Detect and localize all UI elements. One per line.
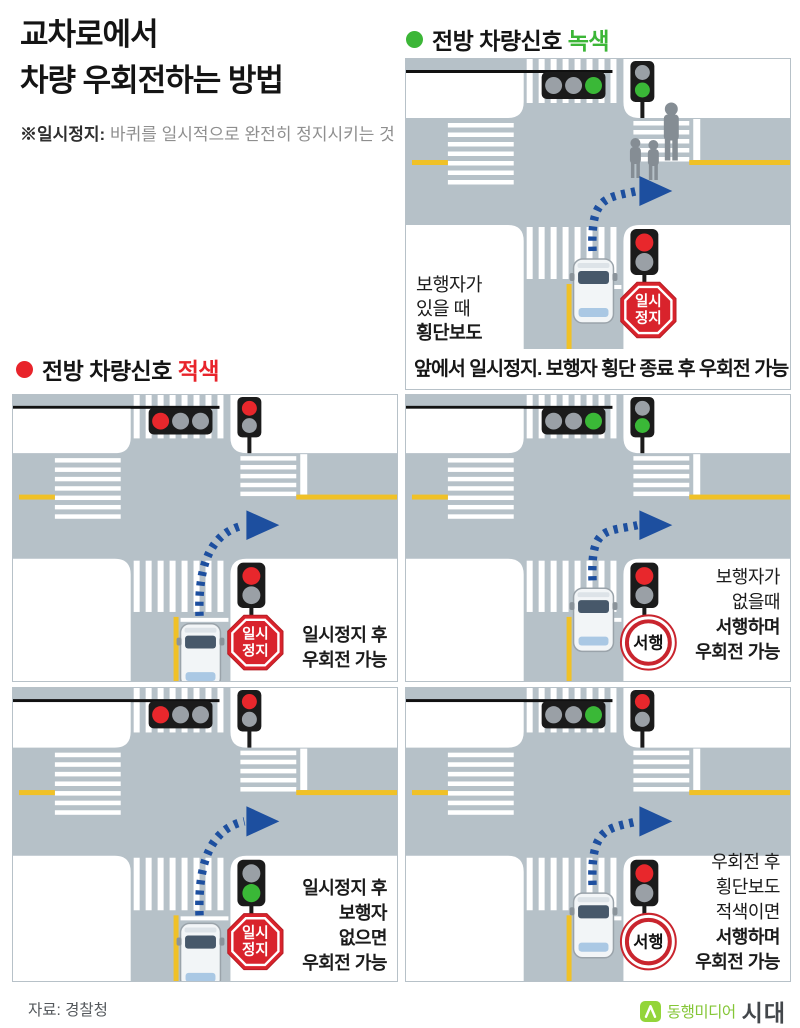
intersection-graphic: 일시정지 bbox=[13, 395, 397, 681]
instruction-line: 횡단보도 bbox=[715, 877, 781, 897]
instruction-line: 우회전 가능 bbox=[695, 952, 780, 972]
intersection-graphic: 일시정지 bbox=[406, 59, 790, 349]
intersection-graphic: 서행 bbox=[406, 395, 790, 681]
section-green-label: 전방 차량신호 녹색 bbox=[432, 28, 610, 54]
instruction-line: 보행자 bbox=[338, 903, 388, 923]
bottom-instruction-band: 앞에서 일시정지. 보행자 횡단 종료 후 우회전 가능 bbox=[406, 349, 790, 389]
pedestrian-note-line: 있을 때 bbox=[416, 298, 471, 319]
svg-text:정지: 정지 bbox=[242, 941, 269, 959]
section-green-accent: 녹색 bbox=[567, 28, 610, 54]
instruction-line: 일시정지 후 bbox=[302, 878, 387, 898]
instruction-line: 우회전 가능 bbox=[302, 650, 387, 670]
note-description: 바퀴를 일시적으로 완전히 정지시키는 것 bbox=[109, 125, 395, 144]
svg-text:일시: 일시 bbox=[242, 626, 269, 643]
svg-text:정지: 정지 bbox=[635, 309, 662, 327]
svg-text:일시: 일시 bbox=[242, 924, 269, 941]
instruction-line: 우회전 가능 bbox=[302, 953, 387, 973]
logo-media-name: 동행미디어 bbox=[666, 1004, 736, 1021]
source-credit: 자료: 경찰청 bbox=[28, 1002, 108, 1019]
instruction-line: 일시정지 후 bbox=[302, 625, 387, 645]
red-dot-icon bbox=[16, 360, 33, 378]
definition-note: ※일시정지: 바퀴를 일시적으로 완전히 정지시키는 것 bbox=[20, 120, 395, 145]
instruction-line: 우회전 가능 bbox=[695, 642, 780, 662]
section-header-red: 전방 차량신호 적색 bbox=[16, 352, 220, 386]
svg-text:일시: 일시 bbox=[635, 293, 662, 310]
instruction-line: 없으면 bbox=[338, 928, 388, 948]
pedestrian-note-line: 횡단보도 bbox=[416, 322, 483, 343]
note-term: ※일시정지: bbox=[20, 125, 106, 144]
svg-text:정지: 정지 bbox=[242, 641, 269, 659]
intersection-graphic: 일시정지 bbox=[13, 688, 397, 981]
instruction-line: 보행자가 bbox=[715, 567, 781, 587]
instruction-line: 우회전 후 bbox=[711, 852, 780, 872]
bottom-instruction-text: 앞에서 일시정지. 보행자 횡단 종료 후 우회전 가능 bbox=[414, 358, 789, 380]
instruction-line: 서행하며 bbox=[715, 927, 781, 947]
svg-text:서행: 서행 bbox=[633, 634, 663, 653]
logo-brand-name: 시대 bbox=[741, 1000, 786, 1026]
section-red-accent: 적색 bbox=[177, 358, 220, 384]
section-header-green: 전방 차량신호 녹색 bbox=[406, 22, 610, 56]
instruction-line: 서행하며 bbox=[715, 617, 781, 637]
section-red-label: 전방 차량신호 적색 bbox=[42, 358, 220, 384]
pedestrian-note-line: 보행자가 bbox=[416, 274, 483, 295]
green-dot-icon bbox=[406, 30, 423, 48]
publisher-logo: 동행미디어 시대 bbox=[639, 994, 786, 1028]
page-title-line1: 교차로에서 bbox=[20, 17, 159, 52]
intersection-graphic: 서행 bbox=[406, 688, 790, 981]
page-title-line2: 차량 우회전하는 방법 bbox=[20, 63, 284, 98]
svg-text:서행: 서행 bbox=[633, 932, 663, 952]
instruction-line: 없을때 bbox=[731, 592, 781, 612]
person-icon bbox=[639, 1000, 661, 1022]
page-title: 교차로에서 차량 우회전하는 방법 bbox=[20, 12, 284, 104]
instruction-line: 적색이면 bbox=[715, 902, 781, 922]
